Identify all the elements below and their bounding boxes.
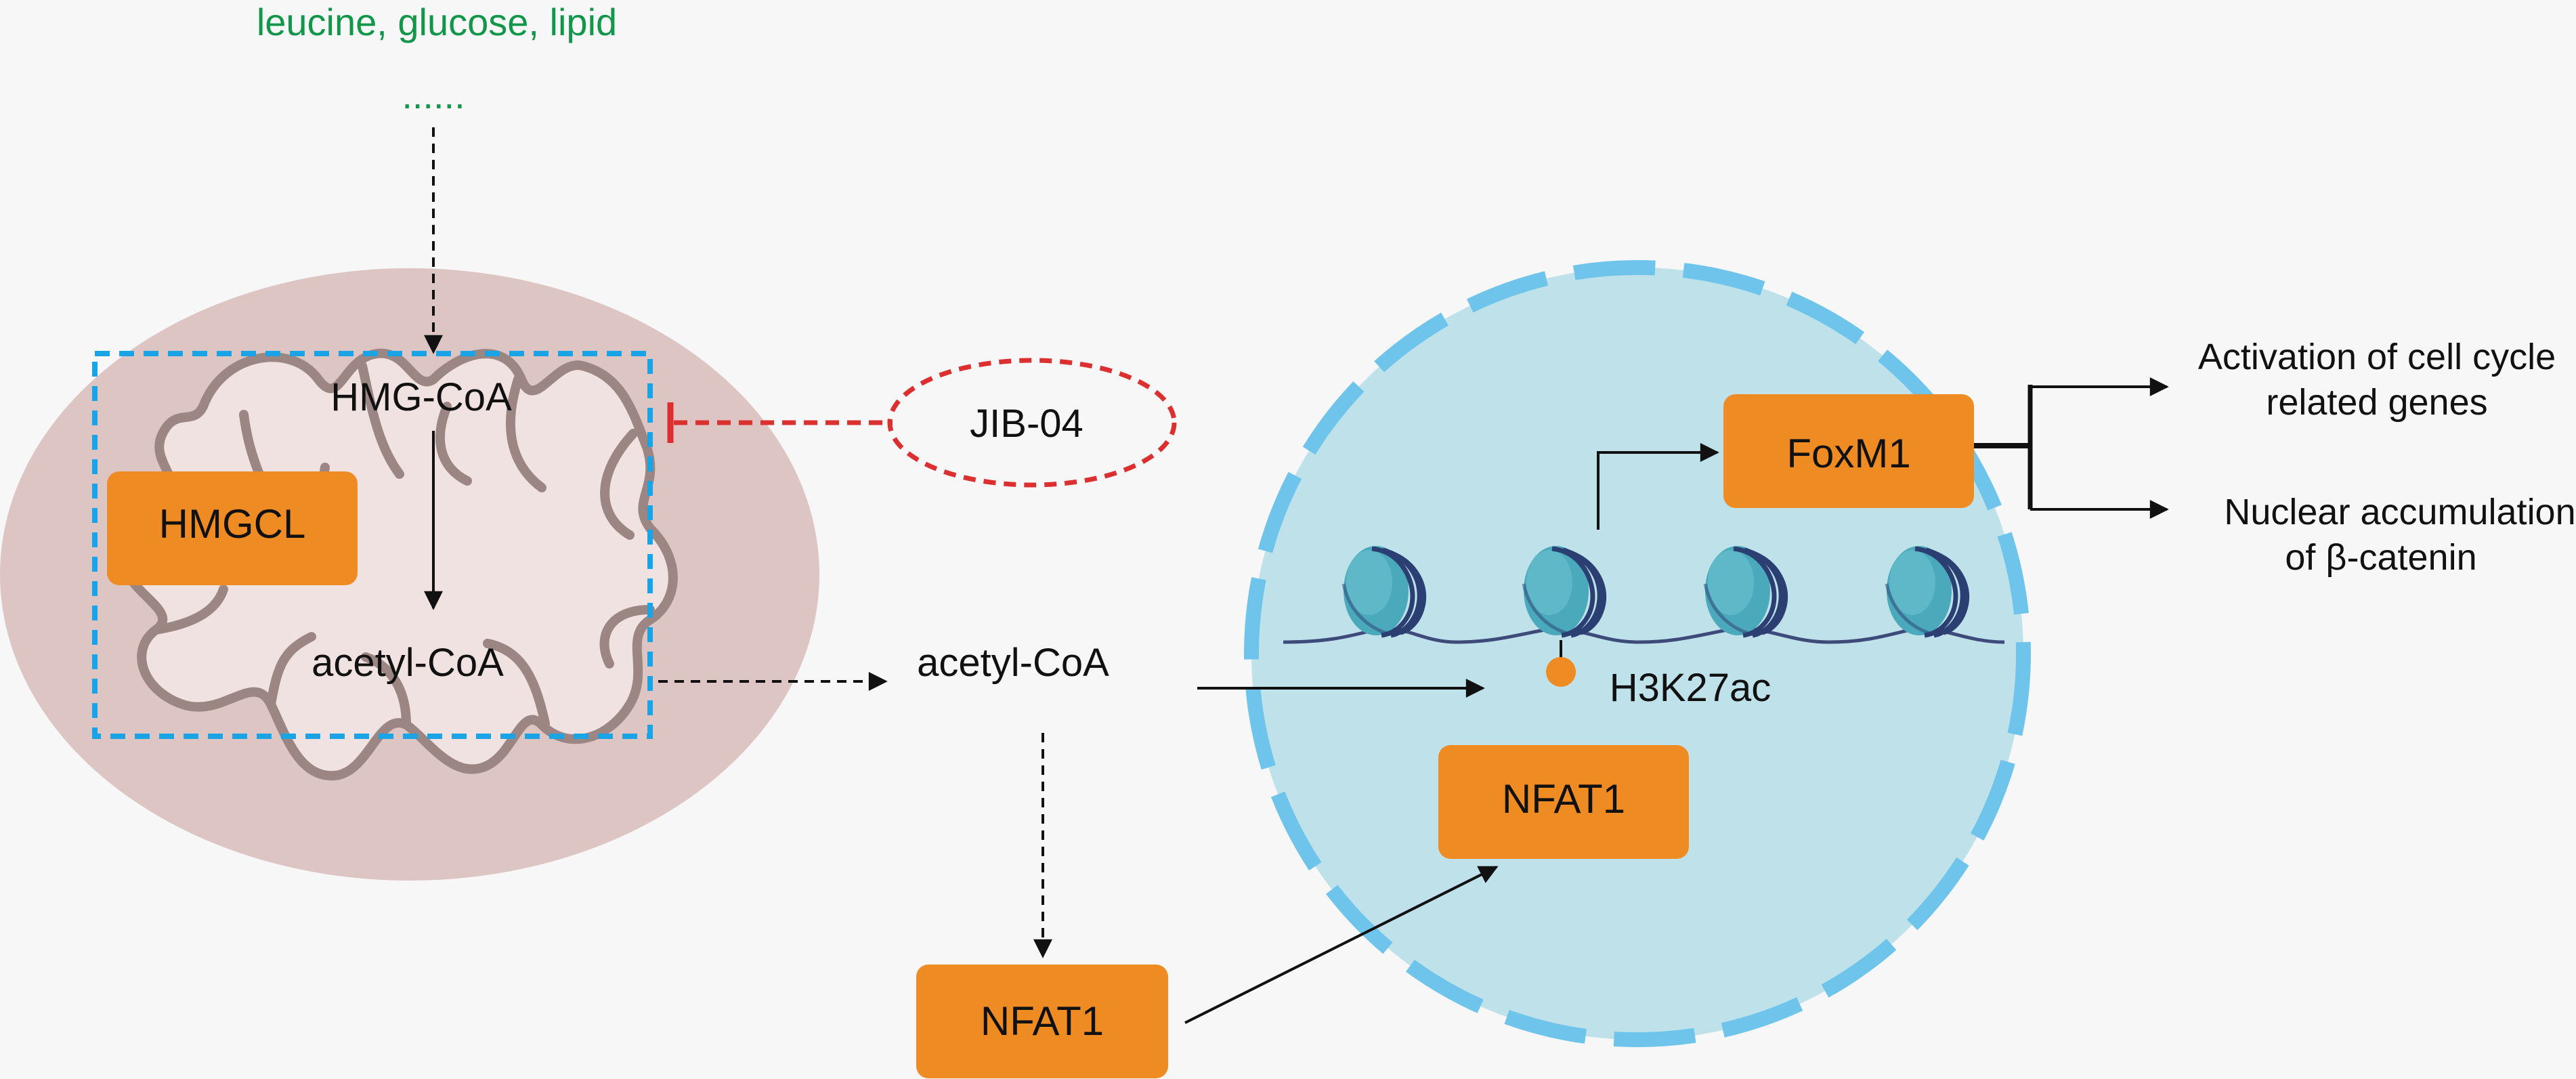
hmgcl-label: HMGCL: [159, 501, 306, 547]
foxm1-box: FoxM1: [1723, 394, 1974, 508]
pathway-ellipsis: ......: [402, 74, 465, 117]
metabolites-label: leucine, glucose, lipid: [257, 1, 617, 43]
jib04-label: JIB-04: [970, 402, 1083, 446]
nucleus-envelope: [1244, 260, 2031, 1047]
mitochondrion-icon: [0, 268, 819, 881]
outcome-beta-catenin: Nuclear accumulation of β-catenin: [2224, 492, 2575, 578]
acetyl-coa-mito-label: acetyl-CoA: [312, 641, 504, 685]
nucleus-icon: [1244, 260, 2031, 1047]
outcome-beta-catenin-line2: of β-catenin: [2285, 537, 2476, 578]
acetyl-mark-icon: [1546, 640, 1576, 687]
outcome-cell-cycle: Activation of cell cycle related genes: [2198, 337, 2556, 423]
nfat1-cytoplasm-label: NFAT1: [981, 998, 1104, 1044]
foxm1-outcome-bracket: [1974, 377, 2169, 519]
h3k27ac-label: H3K27ac: [1610, 666, 1772, 710]
outcome-cell-cycle-line1: Activation of cell cycle: [2198, 337, 2556, 377]
hmg-coa-label: HMG-CoA: [330, 375, 512, 419]
nfat1-cytoplasm-box: NFAT1: [916, 965, 1168, 1078]
histone-to-foxm1-arrow: [1597, 443, 1719, 530]
hmgcl-enzyme-box: HMGCL: [107, 471, 358, 585]
outcome-cell-cycle-line2: related genes: [2266, 382, 2487, 423]
foxm1-label: FoxM1: [1786, 431, 1910, 476]
nfat1-nucleus-box: NFAT1: [1438, 745, 1689, 859]
nfat1-nuclear-import-arrow: [1184, 866, 1499, 1024]
outcome-beta-catenin-line1: Nuclear accumulation: [2224, 492, 2575, 532]
acetyl-coa-cytoplasm-label: acetyl-CoA: [917, 641, 1109, 685]
hmgcl-region-box: [92, 351, 653, 739]
nfat1-nucleus-label: NFAT1: [1502, 776, 1625, 822]
jib04-ellipse: [887, 358, 1177, 488]
